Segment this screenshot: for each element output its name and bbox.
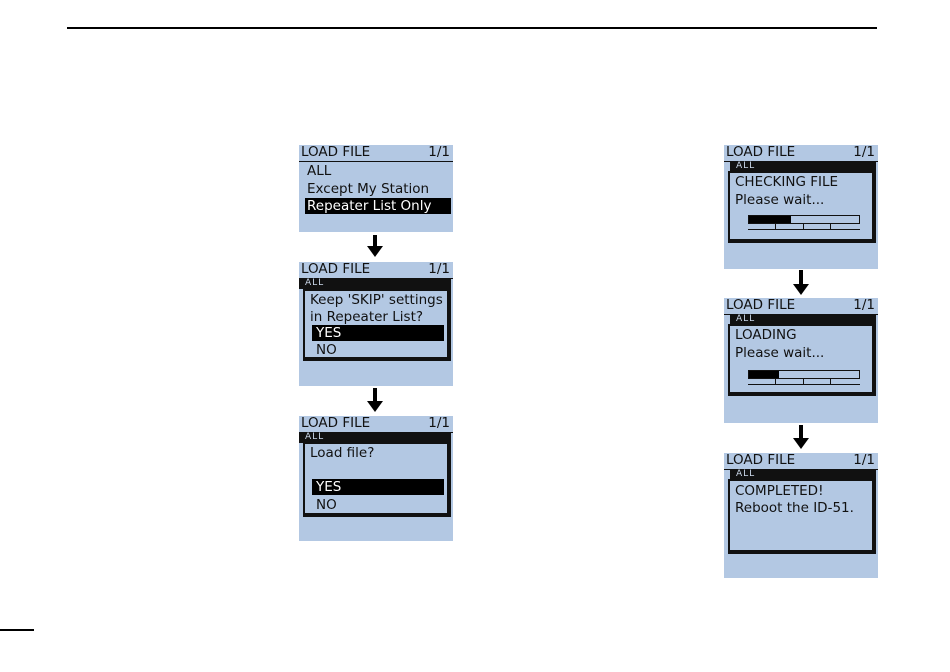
progress-scale [748, 378, 860, 385]
confirm-dialog: Keep 'SKIP' settings in Repeater List? Y… [303, 289, 451, 361]
no-option[interactable]: NO [312, 342, 444, 358]
please-wait-text: Please wait... [735, 345, 824, 361]
screen-title: LOAD FILE [301, 262, 370, 277]
progress-dialog: CHECKING FILE Please wait... [728, 171, 876, 243]
progress-bar-fill [749, 216, 791, 223]
dialog-question-line-1: Keep 'SKIP' settings [310, 292, 443, 308]
reboot-instruction: Reboot the ID-51. [735, 500, 854, 516]
page-indicator: 1/1 [853, 298, 875, 313]
dialog-question-line-2: in Repeater List? [310, 309, 423, 325]
page-indicator: 1/1 [853, 453, 875, 468]
status-text: CHECKING FILE [735, 174, 838, 190]
background-list-peek: ALL [299, 279, 451, 289]
menu-item-except-my-station[interactable]: Except My Station [307, 181, 429, 197]
menu-item-all[interactable]: ALL [307, 163, 331, 179]
page-indicator: 1/1 [428, 145, 450, 160]
completed-dialog: COMPLETED! Reboot the ID-51. [728, 479, 876, 554]
lcd-screen-checking-file: LOAD FILE 1/1 ALL CHECKING FILE Please w… [724, 145, 878, 269]
confirm-dialog: Load file? YES NO [303, 442, 451, 517]
page-indicator: 1/1 [428, 262, 450, 277]
lcd-header: LOAD FILE 1/1 [299, 416, 453, 433]
lcd-screen-load-file-confirm: LOAD FILE 1/1 ALL Load file? YES NO [299, 416, 453, 541]
progress-bar-fill [749, 371, 779, 378]
lcd-screen-keep-skip-dialog: LOAD FILE 1/1 ALL Keep 'SKIP' settings i… [299, 262, 453, 386]
screen-title: LOAD FILE [301, 145, 370, 160]
completed-text: COMPLETED! [735, 483, 823, 499]
lcd-header: LOAD FILE 1/1 [724, 453, 878, 470]
dialog-question: Load file? [310, 445, 374, 461]
screen-title: LOAD FILE [726, 145, 795, 160]
progress-scale [748, 223, 860, 230]
page-indicator: 1/1 [428, 416, 450, 431]
lcd-screen-load-file-menu: LOAD FILE 1/1 ALL Except My Station Repe… [299, 145, 453, 232]
lcd-header: LOAD FILE 1/1 [724, 145, 878, 162]
lcd-screen-loading: LOAD FILE 1/1 ALL LOADING Please wait... [724, 298, 878, 423]
lcd-header: LOAD FILE 1/1 [724, 298, 878, 315]
yes-option[interactable]: YES [312, 479, 444, 495]
menu-item-repeater-list-only[interactable]: Repeater List Only [305, 198, 451, 214]
screen-title: LOAD FILE [726, 298, 795, 313]
screen-title: LOAD FILE [726, 453, 795, 468]
screen-title: LOAD FILE [301, 416, 370, 431]
no-option[interactable]: NO [312, 497, 444, 513]
page-bottom-rule [0, 629, 34, 631]
lcd-header: LOAD FILE 1/1 [299, 262, 453, 279]
please-wait-text: Please wait... [735, 192, 824, 208]
lcd-header: LOAD FILE 1/1 [299, 145, 453, 162]
progress-dialog: LOADING Please wait... [728, 324, 876, 396]
yes-option[interactable]: YES [312, 325, 444, 341]
status-text: LOADING [735, 327, 797, 343]
page-indicator: 1/1 [853, 145, 875, 160]
lcd-screen-completed: LOAD FILE 1/1 ALL COMPLETED! Reboot the … [724, 453, 878, 578]
page-top-rule [67, 27, 877, 29]
